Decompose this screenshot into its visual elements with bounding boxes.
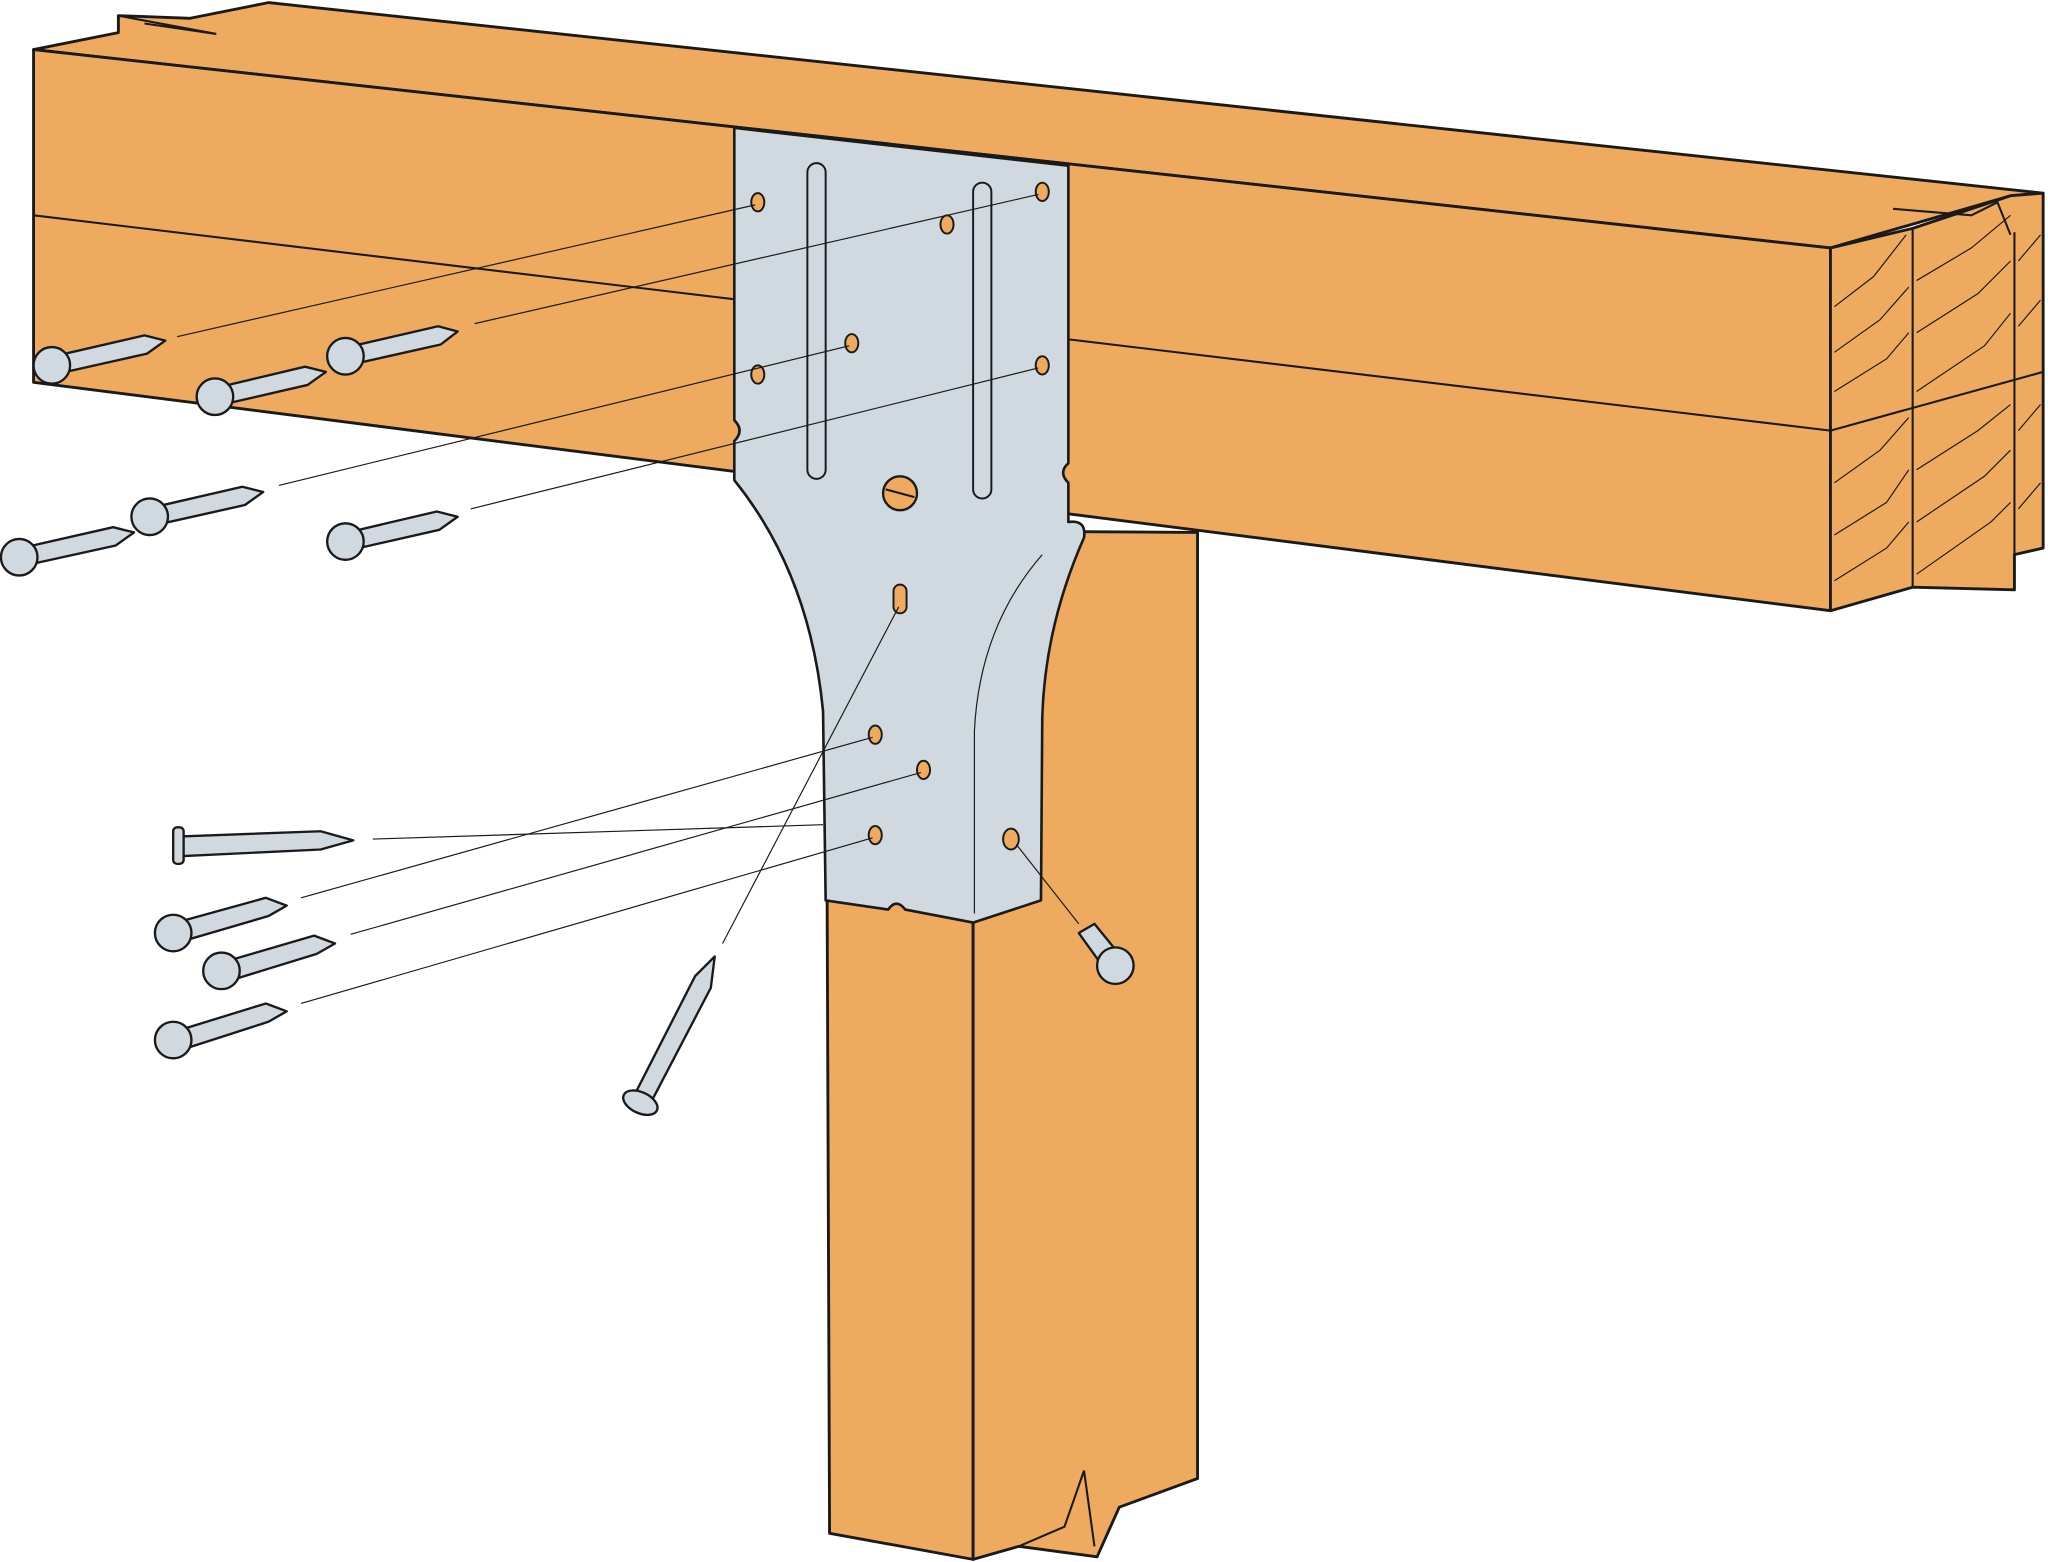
nails bbox=[0, 325, 1135, 1117]
nail-icon bbox=[1077, 922, 1135, 986]
nail-icon bbox=[325, 510, 459, 561]
strap-body bbox=[733, 126, 1086, 924]
nail-icon bbox=[622, 955, 716, 1117]
nail-icon bbox=[325, 325, 459, 376]
leader-lines bbox=[176, 193, 1080, 1005]
beam-top-face bbox=[32, 1, 2045, 250]
post-split-end bbox=[1018, 1470, 1096, 1548]
nail-icon bbox=[32, 334, 167, 385]
nail-icon bbox=[172, 826, 355, 866]
slot-left bbox=[806, 162, 827, 480]
nail-icon bbox=[153, 1002, 288, 1060]
nail-icon bbox=[153, 896, 288, 953]
nail-icon bbox=[0, 526, 136, 577]
nail-icon bbox=[202, 934, 337, 991]
nail-holes bbox=[750, 181, 1050, 851]
nail-icon bbox=[130, 485, 265, 537]
nail-icon bbox=[195, 365, 328, 417]
wood-grain bbox=[1834, 214, 2041, 582]
slot-right bbox=[972, 181, 993, 500]
post-cap-strap bbox=[733, 126, 1086, 924]
